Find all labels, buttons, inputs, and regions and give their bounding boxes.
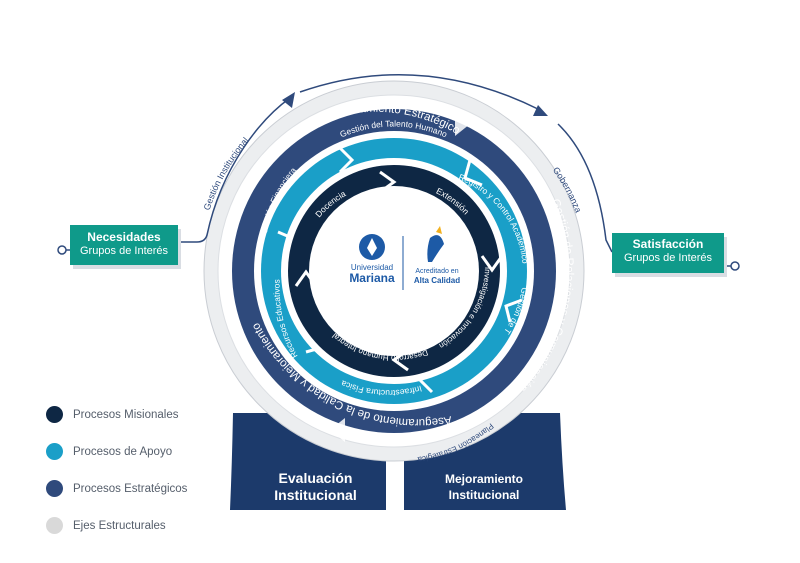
satisfaccion-subtitle: Grupos de Interés	[623, 252, 713, 264]
legend-dot	[46, 443, 63, 460]
necesidades-subtitle: Grupos de Interés	[79, 245, 169, 257]
svg-text:Acreditado en: Acreditado en	[415, 268, 458, 275]
top-arrowhead	[533, 105, 548, 116]
top-connector-line	[299, 74, 541, 111]
legend-item-ejes: Ejes Estructurales	[46, 507, 246, 544]
acreditado-alta-calidad-logo: Acreditado en Alta Calidad	[414, 226, 460, 285]
legend-dot	[46, 406, 63, 423]
legend-item-misionales: Procesos Misionales	[46, 396, 246, 433]
svg-text:Universidad: Universidad	[351, 263, 393, 272]
satisfaccion-title: Satisfacción	[632, 237, 704, 251]
legend-item-estrategicos: Procesos Estratégicos	[46, 470, 246, 507]
satisfaccion-box: Satisfacción Grupos de Interés	[612, 233, 724, 273]
center-disc	[309, 186, 479, 356]
right-connector-line	[557, 123, 613, 253]
legend-item-apoyo: Procesos de Apoyo	[46, 433, 246, 470]
left-end-dot	[57, 245, 67, 255]
strategic-arrow-bottom	[330, 418, 345, 442]
legend-dot	[46, 517, 63, 534]
right-end-dot	[730, 261, 740, 271]
strategic-arrow-top	[455, 112, 470, 136]
evaluacion-institucional-label: Evaluación Institucional	[274, 470, 357, 503]
left-connector-line	[180, 97, 291, 243]
mejoramiento-institucional-label: Mejoramiento Institucional	[444, 472, 523, 502]
legend-dot	[46, 480, 63, 497]
left-arrowhead	[282, 92, 295, 108]
universidad-mariana-logo: Universidad Mariana	[349, 234, 395, 285]
necesidades-box: Necesidades Grupos de Interés	[70, 225, 178, 265]
legend: Procesos Misionales Procesos de Apoyo Pr…	[46, 396, 246, 544]
svg-text:Mariana: Mariana	[349, 271, 395, 285]
svg-text:Alta Calidad: Alta Calidad	[414, 276, 460, 285]
necesidades-title: Necesidades	[87, 230, 161, 244]
